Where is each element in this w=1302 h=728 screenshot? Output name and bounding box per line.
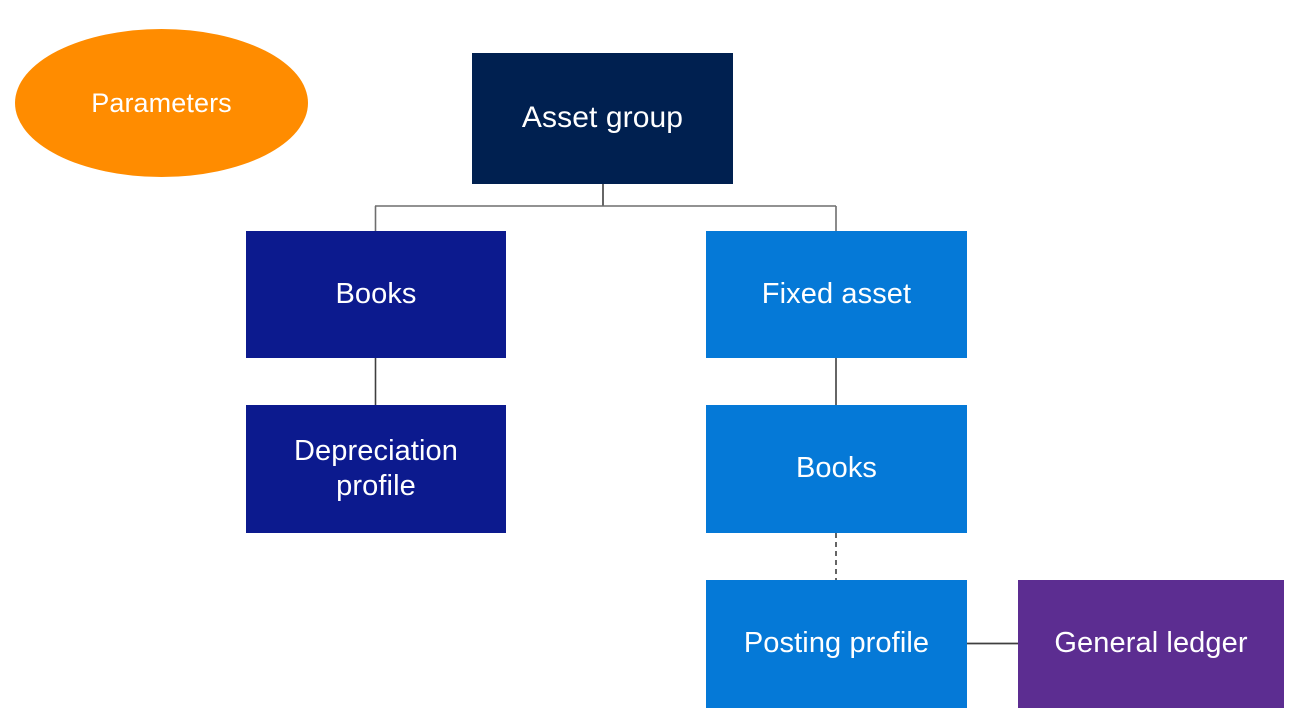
node-depreciation-profile[interactable]: Depreciation profile [246,405,506,533]
node-books-left[interactable]: Books [246,231,506,358]
node-parameters[interactable]: Parameters [15,29,308,177]
node-fixed-asset-label: Fixed asset [761,277,912,310]
node-books-left-label: Books [335,277,417,310]
node-general-ledger-label: General ledger [1054,627,1248,660]
node-books-right-label: Books [795,452,878,485]
node-parameters-label: Parameters [91,87,232,118]
node-books-right[interactable]: Books [706,405,967,533]
node-posting-profile[interactable]: Posting profile [706,580,967,708]
node-asset-group[interactable]: Asset group [472,53,733,184]
node-general-ledger[interactable]: General ledger [1018,580,1284,708]
node-depreciation-profile-label: Depreciation profile [293,434,458,502]
node-asset-group-label: Asset group [521,101,684,135]
node-posting-profile-label: Posting profile [743,627,930,660]
node-fixed-asset[interactable]: Fixed asset [706,231,967,358]
